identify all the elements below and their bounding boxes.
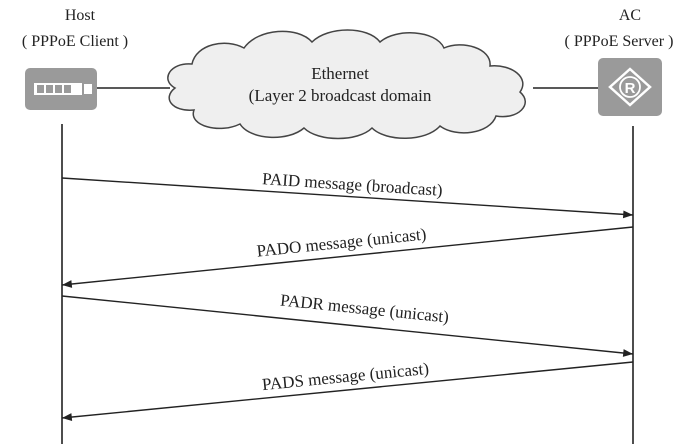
ac-title: AC <box>618 7 642 24</box>
message-arrow <box>61 226 634 288</box>
message-label: PADO message (unicast) <box>256 224 427 260</box>
switch-icon <box>25 68 97 110</box>
router-icon: R <box>598 58 662 116</box>
network-line2: (Layer 2 broadcast domain <box>249 86 432 105</box>
ac-subtitle: ( PPPoE Server ) <box>564 33 674 50</box>
message-arrow <box>61 177 634 219</box>
ethernet-cloud: Ethernet (Layer 2 broadcast domain <box>167 29 526 140</box>
message-arrow <box>61 295 634 357</box>
host-title: Host <box>64 7 96 24</box>
host-subtitle: ( PPPoE Client ) <box>21 33 129 50</box>
message-label: PADS message (unicast) <box>261 359 430 394</box>
network-line1: Ethernet <box>311 64 369 83</box>
message-label: PAID message (broadcast) <box>262 169 444 200</box>
svg-text:R: R <box>625 80 636 97</box>
message-arrow <box>61 361 634 421</box>
